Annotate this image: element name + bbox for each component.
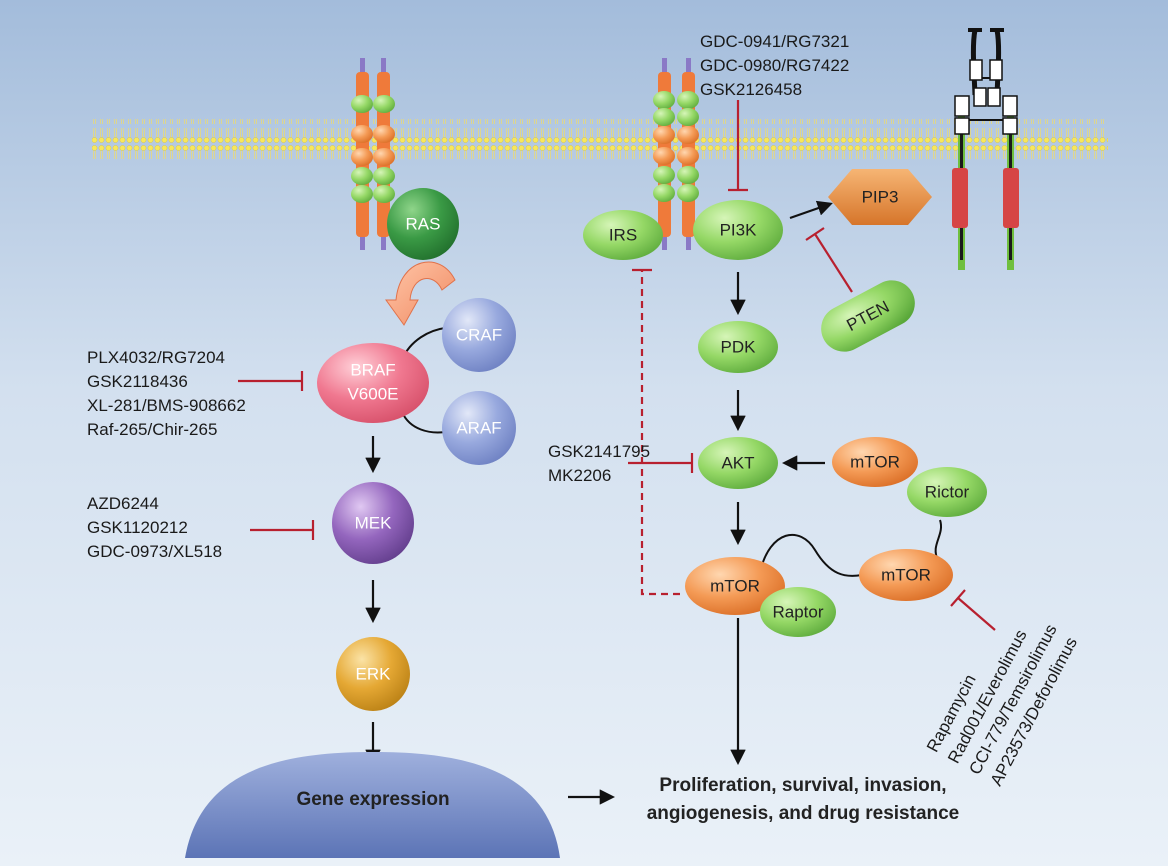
- mek-inhibitor-list: AZD6244 GSK1120212 GDC-0973/XL518: [87, 494, 222, 561]
- v600e-label: V600E: [347, 384, 398, 403]
- inhibition-lines: [238, 100, 996, 631]
- pi3k-inhibitor-list: GDC-0941/RG7321 GDC-0980/RG7422 GSK21264…: [700, 32, 849, 99]
- pip3-label: PIP3: [862, 187, 899, 206]
- receptor-far-right: [952, 28, 1019, 270]
- pten-node: PTEN: [821, 280, 915, 352]
- gene-expression-label: Gene expression: [296, 789, 449, 810]
- mek-label: MEK: [355, 513, 393, 532]
- erk-label: ERK: [356, 664, 392, 683]
- ras-node: RAS: [387, 188, 459, 260]
- rictor-node: Rictor: [907, 467, 987, 517]
- erk-node: ERK: [336, 637, 410, 711]
- drug-label: GSK2118436: [87, 372, 188, 391]
- drug-label: PLX4032/RG7204: [87, 348, 225, 367]
- drug-label: GSK2141795: [548, 442, 650, 461]
- araf-label: ARAF: [456, 418, 501, 437]
- braf-v600e-node: BRAF V600E: [317, 343, 429, 423]
- pi3k-label: PI3K: [720, 220, 758, 239]
- raptor-label: Raptor: [772, 602, 823, 621]
- mtor-middle-label: mTOR: [881, 565, 931, 584]
- braf-inhibitor-list: PLX4032/RG7204 GSK2118436 XL-281/BMS-908…: [87, 348, 246, 439]
- mek-node: MEK: [332, 482, 414, 564]
- drug-label: MK2206: [548, 466, 611, 485]
- drug-label: GDC-0941/RG7321: [700, 32, 849, 51]
- akt-node: AKT: [698, 437, 778, 489]
- drug-label: GSK2126458: [700, 80, 802, 99]
- pip3-node: PIP3: [828, 169, 932, 225]
- akt-label: AKT: [721, 453, 754, 472]
- outcome-text: Proliferation, survival, invasion, angio…: [647, 775, 960, 824]
- pi3k-node: PI3K: [693, 200, 783, 260]
- outcome-line-1: Proliferation, survival, invasion,: [659, 775, 946, 796]
- irs-node: IRS: [583, 210, 663, 260]
- drug-label: AZD6244: [87, 494, 159, 513]
- receptor-left: [351, 58, 395, 250]
- mtorc2-mtor-node: mTOR: [832, 437, 918, 487]
- craf-node: CRAF: [442, 298, 516, 372]
- outcome-line-2: angiogenesis, and drug resistance: [647, 803, 960, 824]
- craf-label: CRAF: [456, 325, 502, 344]
- nucleus: Gene expression: [185, 752, 560, 858]
- irs-label: IRS: [609, 225, 637, 244]
- mtor-c1-link: [759, 533, 863, 577]
- ras-label: RAS: [406, 214, 441, 233]
- drug-label: XL-281/BMS-908662: [87, 396, 246, 415]
- drug-label: GDC-0973/XL518: [87, 542, 222, 561]
- araf-node: ARAF: [442, 391, 516, 465]
- pdk-node: PDK: [698, 321, 778, 373]
- rictor-label: Rictor: [925, 482, 970, 501]
- drug-label: GSK1120212: [87, 518, 188, 537]
- raptor-node: Raptor: [760, 587, 836, 637]
- braf-label: BRAF: [350, 360, 395, 379]
- pdk-label: PDK: [721, 337, 757, 356]
- akt-inhibitor-list: GSK2141795 MK2206: [548, 442, 650, 485]
- mtorc1-mtor-label: mTOR: [710, 576, 760, 595]
- drug-label: Raf-265/Chir-265: [87, 420, 217, 439]
- cell-membrane: [92, 119, 1108, 159]
- mtor-middle-node: mTOR: [859, 549, 953, 601]
- drug-label: GDC-0980/RG7422: [700, 56, 849, 75]
- mtorc2-mtor-label: mTOR: [850, 452, 900, 471]
- arrow-pi3k-pip3: [789, 200, 833, 220]
- receptor-right: [653, 58, 699, 250]
- feedback-line: [640, 270, 680, 596]
- mtorc1-mtor-node: mTOR: [685, 557, 785, 615]
- activation-curved-arrow: [385, 261, 456, 326]
